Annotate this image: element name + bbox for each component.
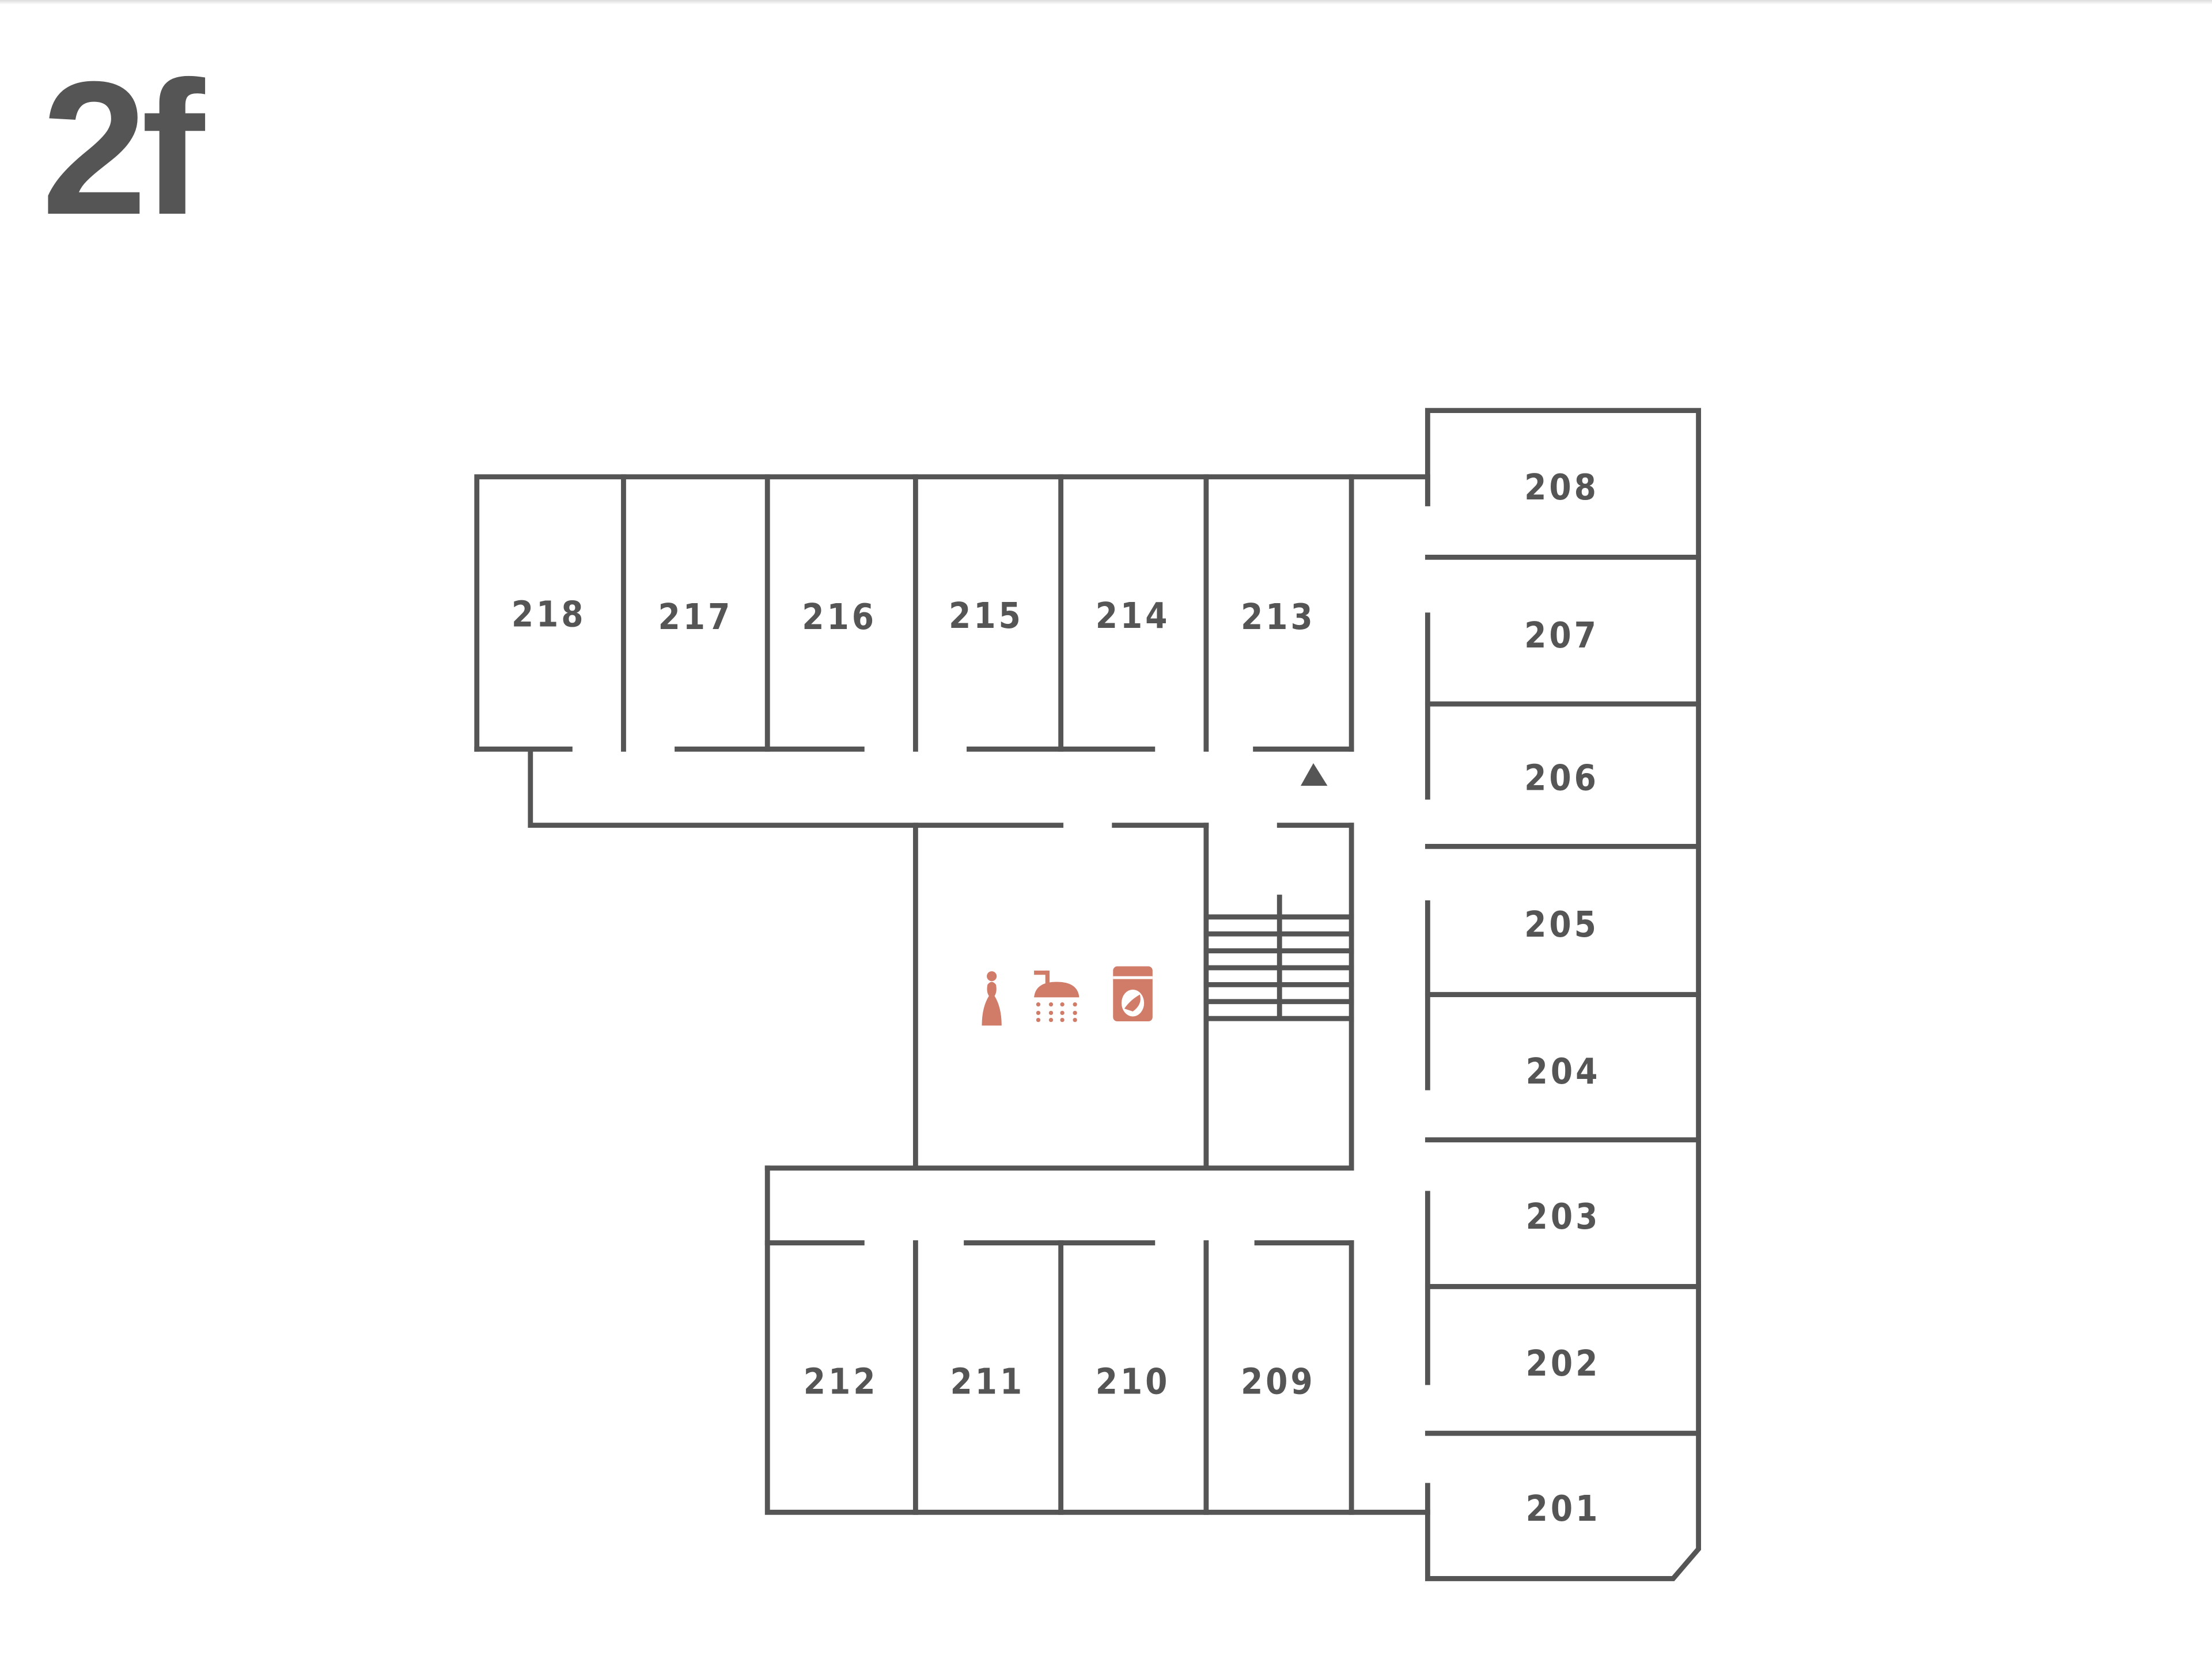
room-214[interactable]: 214 xyxy=(1096,596,1171,637)
room-204[interactable]: 204 xyxy=(1526,1051,1601,1092)
room-202[interactable]: 202 xyxy=(1526,1343,1601,1384)
room-203[interactable]: 203 xyxy=(1526,1196,1601,1237)
toilet-figure-icon xyxy=(982,971,1002,1026)
triangle-up-icon xyxy=(1300,763,1328,786)
room-218[interactable]: 218 xyxy=(512,594,586,635)
room-205[interactable]: 205 xyxy=(1524,904,1599,945)
floor-title: 2f xyxy=(41,41,204,254)
room-217[interactable]: 217 xyxy=(658,597,733,638)
room-215[interactable]: 215 xyxy=(949,596,1024,637)
room-206[interactable]: 206 xyxy=(1524,757,1599,798)
room-207[interactable]: 207 xyxy=(1524,615,1599,656)
shower-icon xyxy=(1034,970,1080,1022)
room-210[interactable]: 210 xyxy=(1096,1362,1171,1403)
room-216[interactable]: 216 xyxy=(802,597,877,638)
room-211[interactable]: 211 xyxy=(950,1362,1025,1403)
room-labels: 201 202 203 204 205 206 207 208 209 210 … xyxy=(512,467,1601,1529)
room-208[interactable]: 208 xyxy=(1524,467,1599,508)
walls xyxy=(474,408,1701,1581)
room-209[interactable]: 209 xyxy=(1241,1362,1316,1403)
facility-icons xyxy=(982,966,1153,1026)
room-212[interactable]: 212 xyxy=(804,1362,878,1403)
window-top-edge xyxy=(0,0,2212,5)
room-213[interactable]: 213 xyxy=(1241,597,1316,638)
washing-machine-icon xyxy=(1113,966,1153,1022)
room-201[interactable]: 201 xyxy=(1526,1488,1601,1529)
